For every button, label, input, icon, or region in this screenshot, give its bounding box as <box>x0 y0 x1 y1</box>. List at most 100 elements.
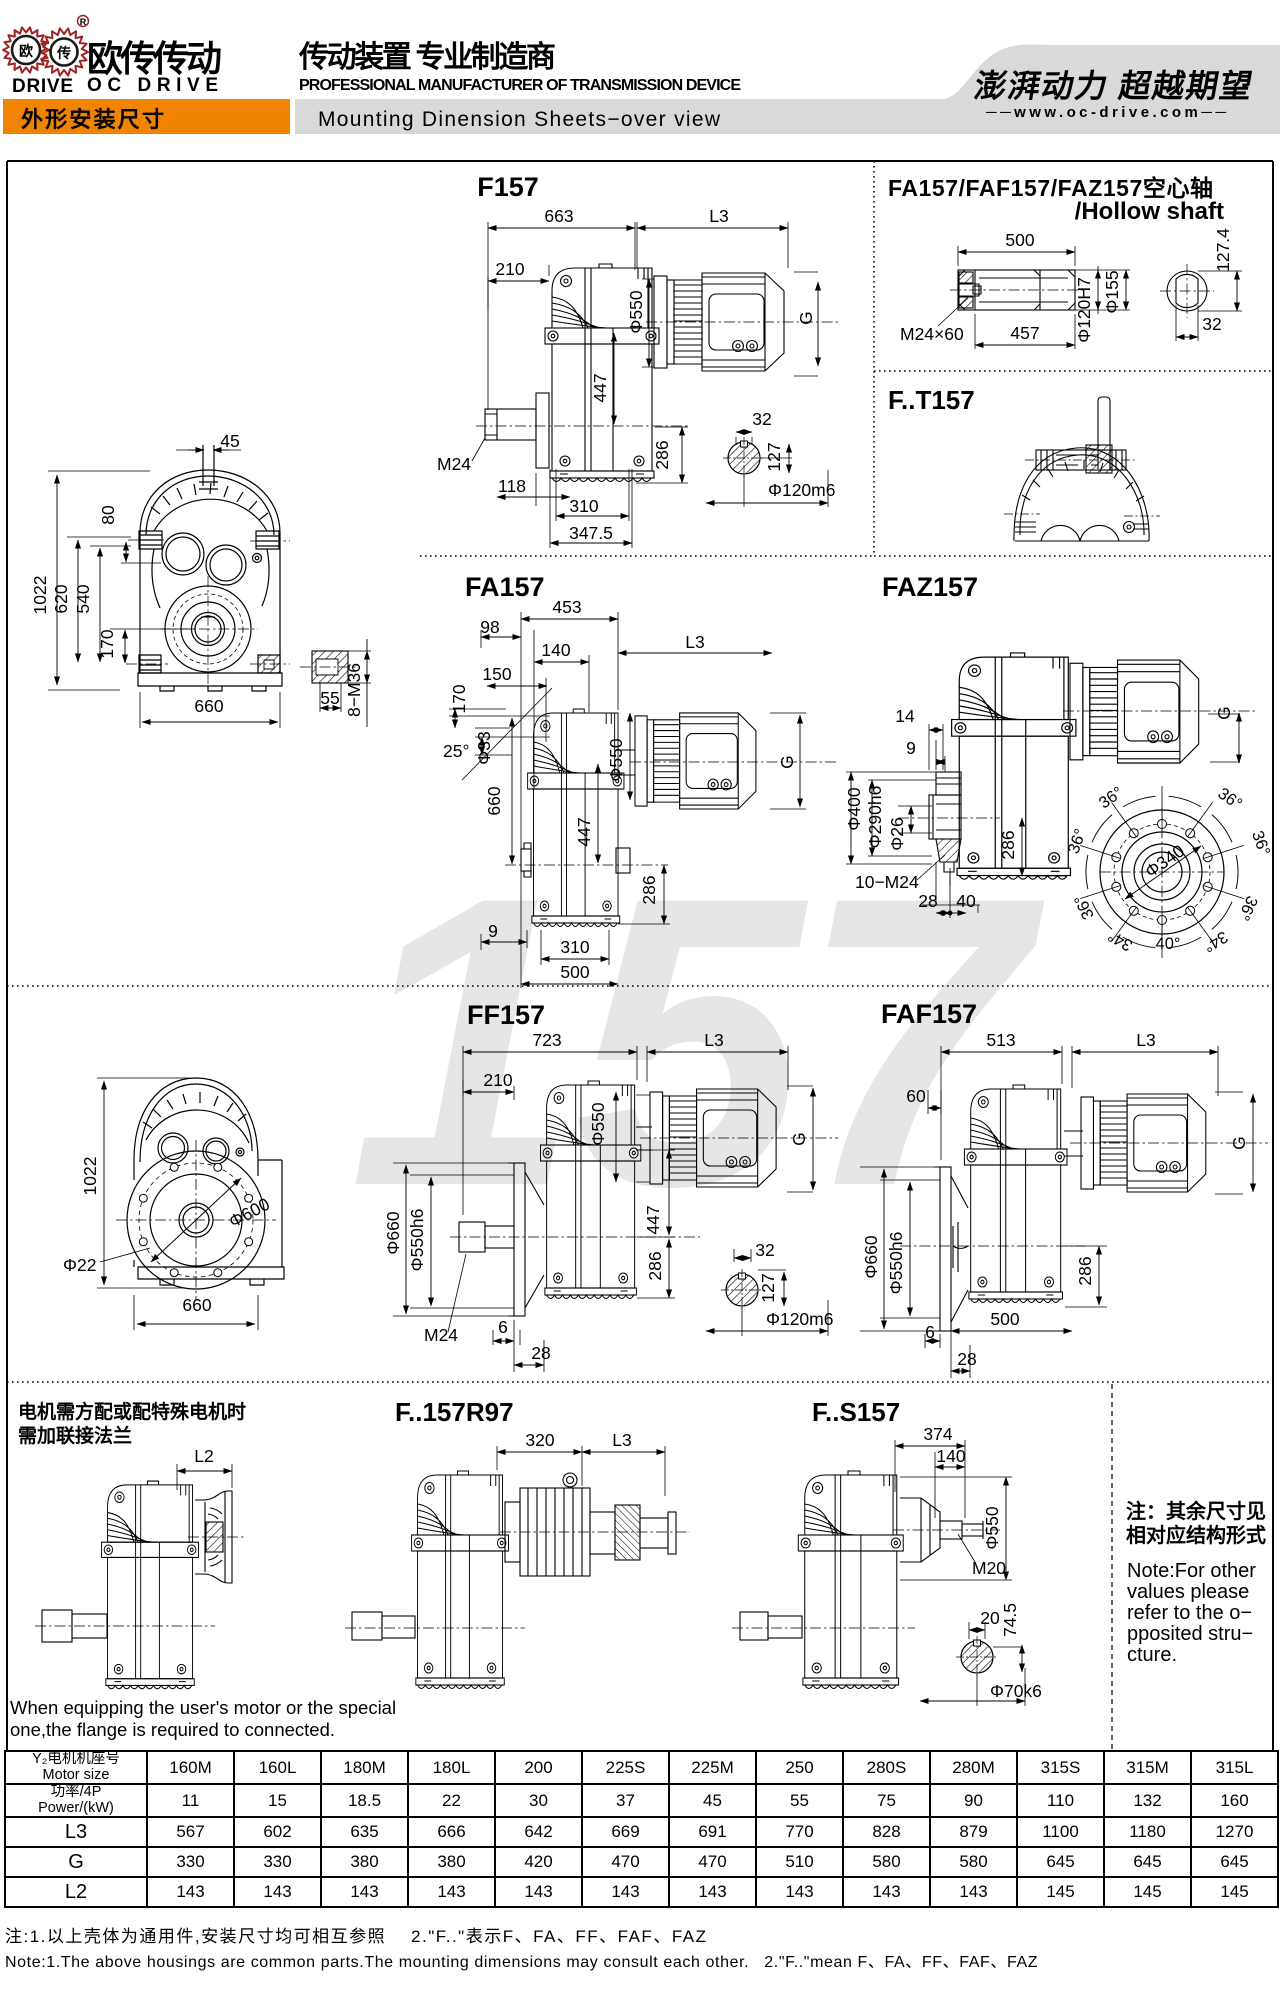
svg-text:Φ550: Φ550 <box>606 738 626 781</box>
svg-text:传: 传 <box>56 45 71 61</box>
svg-text:286: 286 <box>639 875 659 904</box>
svg-text:Φ120m6: Φ120m6 <box>768 480 835 500</box>
svg-text:320: 320 <box>525 1430 554 1450</box>
svg-text:F..S157: F..S157 <box>812 1397 900 1427</box>
svg-text:286: 286 <box>652 440 672 469</box>
svg-text:When equipping the user's moto: When equipping the user's motor or the s… <box>10 1697 396 1718</box>
svg-text:28: 28 <box>918 891 937 911</box>
svg-text:FF157: FF157 <box>467 1000 545 1030</box>
svg-text:pposited stru−: pposited stru− <box>1127 1623 1253 1645</box>
svg-text:118: 118 <box>498 476 526 496</box>
svg-text:513: 513 <box>986 1030 1015 1050</box>
svg-text:140: 140 <box>541 640 570 660</box>
svg-text:6: 6 <box>925 1322 935 1342</box>
svg-text:36°: 36° <box>1214 784 1245 813</box>
svg-text:FAF157: FAF157 <box>881 999 977 1029</box>
svg-text:Φ400: Φ400 <box>844 787 864 830</box>
svg-text:127.4: 127.4 <box>1213 228 1233 272</box>
svg-text:DRIVE: DRIVE <box>12 76 73 97</box>
svg-text:Φ660: Φ660 <box>861 1235 881 1278</box>
svg-text:FA157/FAF157/FAZ157空心轴: FA157/FAF157/FAZ157空心轴 <box>888 175 1213 201</box>
svg-text:453: 453 <box>552 597 581 617</box>
svg-text:286: 286 <box>1075 1256 1095 1285</box>
svg-text:Φ290h6: Φ290h6 <box>865 786 885 849</box>
svg-text:相对应结构形式: 相对应结构形式 <box>1126 1523 1266 1547</box>
svg-text:M24: M24 <box>437 454 471 474</box>
svg-text:Φ70k6: Φ70k6 <box>990 1681 1042 1701</box>
svg-text:500: 500 <box>1005 230 1034 250</box>
svg-text:127: 127 <box>758 1273 778 1302</box>
svg-text:32: 32 <box>755 1240 774 1260</box>
svg-text:电机需方配或配特殊电机时: 电机需方配或配特殊电机时 <box>18 1400 246 1423</box>
svg-text:G: G <box>1214 706 1234 720</box>
svg-text:Φ26: Φ26 <box>887 817 907 850</box>
svg-text:8−M36: 8−M36 <box>344 663 364 717</box>
svg-text:32: 32 <box>752 409 771 429</box>
svg-text:G: G <box>777 755 797 769</box>
svg-text:500: 500 <box>560 962 589 982</box>
svg-text:values please: values please <box>1127 1581 1249 1603</box>
svg-text:Φ550h6: Φ550h6 <box>407 1209 427 1272</box>
svg-text:L3: L3 <box>612 1430 631 1450</box>
svg-text:9: 9 <box>906 738 916 758</box>
svg-text:447: 447 <box>590 373 610 402</box>
svg-text:620: 620 <box>51 584 71 613</box>
svg-text:cture.: cture. <box>1127 1644 1177 1666</box>
svg-text:M24×60: M24×60 <box>900 324 964 344</box>
svg-text:36°: 36° <box>1096 783 1127 812</box>
svg-text:欧传传动: 欧传传动 <box>87 38 222 79</box>
svg-text:Φ660: Φ660 <box>383 1211 403 1254</box>
svg-text:欧: 欧 <box>19 43 33 59</box>
svg-text:28: 28 <box>957 1349 976 1369</box>
svg-text:660: 660 <box>484 786 504 815</box>
svg-text:40°: 40° <box>1156 935 1181 953</box>
svg-text:R: R <box>80 17 87 27</box>
svg-text:Φ33: Φ33 <box>474 731 494 764</box>
svg-text:注：其余尺寸见: 注：其余尺寸见 <box>1126 1499 1266 1523</box>
svg-text:one,the flange is required to: one,the flange is required to connected. <box>10 1719 335 1740</box>
svg-text:M20: M20 <box>972 1558 1006 1578</box>
svg-text:Mounting Dinension Sheets−over: Mounting Dinension Sheets−over view <box>318 108 721 131</box>
svg-text:G: G <box>796 311 816 325</box>
svg-text:310: 310 <box>560 937 589 957</box>
svg-text:98: 98 <box>480 617 499 637</box>
svg-text:310: 310 <box>569 496 598 516</box>
svg-text:──www.oc-drive.com──: ──www.oc-drive.com── <box>985 104 1226 121</box>
svg-text:refer to the o−: refer to the o− <box>1127 1602 1252 1624</box>
svg-text:/Hollow shaft: /Hollow shaft <box>1075 198 1224 225</box>
svg-text:G: G <box>1229 1136 1249 1150</box>
svg-text:L2: L2 <box>194 1446 213 1466</box>
svg-text:1022: 1022 <box>30 576 50 615</box>
svg-text:55: 55 <box>320 688 339 708</box>
svg-text:36°: 36° <box>1071 892 1098 922</box>
svg-text:210: 210 <box>483 1070 512 1090</box>
svg-text:170: 170 <box>97 629 117 658</box>
svg-text:32: 32 <box>1202 314 1221 334</box>
svg-text:Φ550: Φ550 <box>588 1102 608 1145</box>
svg-text:14: 14 <box>895 706 915 726</box>
svg-text:F157: F157 <box>477 172 539 202</box>
svg-text:L3: L3 <box>704 1030 723 1050</box>
svg-text:FAZ157: FAZ157 <box>882 572 978 602</box>
svg-text:1022: 1022 <box>80 1157 100 1196</box>
svg-text:170: 170 <box>449 684 469 713</box>
svg-text:500: 500 <box>990 1309 1019 1329</box>
svg-text:澎湃动力 超越期望: 澎湃动力 超越期望 <box>972 68 1255 104</box>
svg-text:45: 45 <box>220 431 239 451</box>
svg-text:L3: L3 <box>1136 1030 1155 1050</box>
svg-text:20: 20 <box>980 1608 1000 1628</box>
svg-text:10−M24: 10−M24 <box>855 872 919 892</box>
svg-text:L3: L3 <box>685 632 704 652</box>
svg-text:Φ155: Φ155 <box>1102 270 1122 313</box>
svg-text:F..157R97: F..157R97 <box>395 1397 514 1427</box>
svg-text:210: 210 <box>495 259 524 279</box>
svg-text:347.5: 347.5 <box>569 523 613 543</box>
svg-text:Φ22: Φ22 <box>63 1255 96 1275</box>
svg-text:74.5: 74.5 <box>1000 1603 1020 1637</box>
svg-text:36°: 36° <box>1234 893 1261 923</box>
svg-text:660: 660 <box>194 696 223 716</box>
svg-text:660: 660 <box>182 1295 211 1315</box>
svg-text:25°: 25° <box>443 741 469 761</box>
svg-text:457: 457 <box>1010 323 1039 343</box>
svg-text:447: 447 <box>643 1205 663 1234</box>
